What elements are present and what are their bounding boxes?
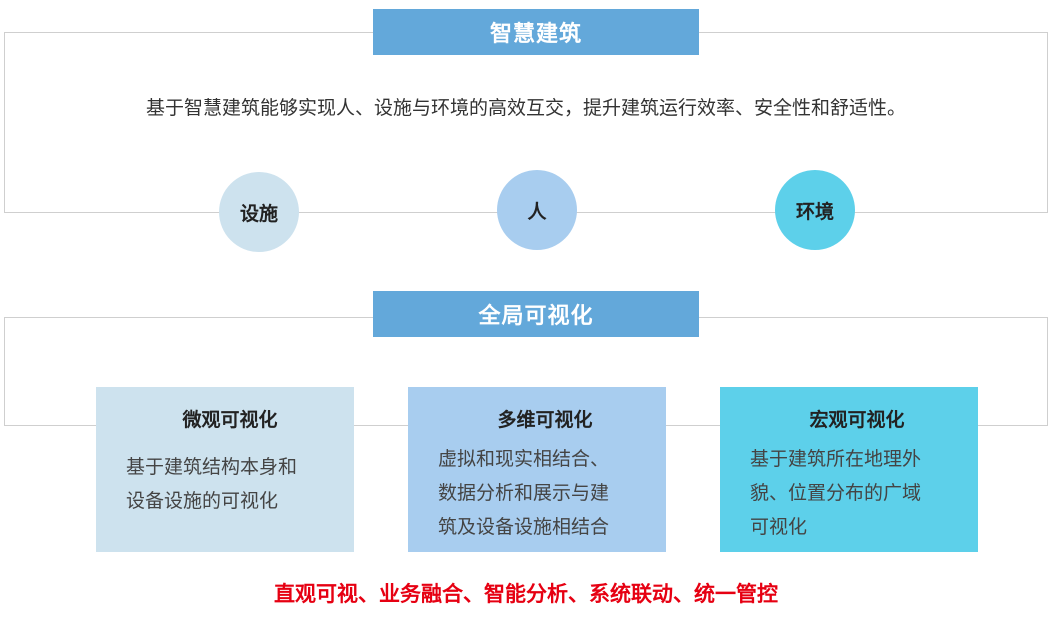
card-multidim-line: 筑及设备设施相结合 — [438, 516, 610, 538]
card-multidim-line: 数据分析和展示与建 — [438, 482, 610, 504]
node-facilities: 设施 — [219, 172, 299, 252]
card-micro-title: 微观可视化 — [182, 409, 278, 431]
section1-description: 基于智慧建筑能够实现人、设施与环境的高效互交，提升建筑运行效率、安全性和舒适性。 — [145, 97, 906, 119]
card-micro-line: 基于建筑结构本身和 — [126, 456, 298, 478]
section1-title: 智慧建筑 — [373, 9, 699, 55]
section2-title: 全局可视化 — [373, 291, 699, 337]
node-facilities-label: 设施 — [239, 202, 278, 225]
card-multidim-line: 虚拟和现实相结合、 — [438, 448, 610, 470]
card-macro-line: 貌、位置分布的广域 — [750, 482, 922, 504]
footer-slogan: 直观可视、业务融合、智能分析、系统联动、统一管控 — [274, 582, 778, 606]
card-multidim: 多维可视化 虚拟和现实相结合、 数据分析和展示与建 筑及设备设施相结合 — [408, 387, 666, 552]
card-micro: 微观可视化 基于建筑结构本身和 设备设施的可视化 — [96, 387, 354, 552]
card-macro: 宏观可视化 基于建筑所在地理外 貌、位置分布的广域 可视化 — [720, 387, 978, 552]
node-people: 人 — [497, 170, 577, 250]
card-macro-title: 宏观可视化 — [809, 409, 905, 431]
card-micro-body: 基于建筑结构本身和 设备设施的可视化 — [126, 450, 334, 518]
card-multidim-body: 虚拟和现实相结合、 数据分析和展示与建 筑及设备设施相结合 — [438, 442, 652, 544]
card-macro-body: 基于建筑所在地理外 貌、位置分布的广域 可视化 — [750, 442, 964, 544]
card-macro-line: 可视化 — [750, 516, 808, 538]
card-multidim-title: 多维可视化 — [497, 409, 593, 431]
node-environment: 环境 — [775, 170, 855, 250]
node-people-label: 人 — [527, 200, 547, 223]
card-micro-line: 设备设施的可视化 — [126, 490, 279, 512]
node-environment-label: 环境 — [795, 200, 834, 223]
card-macro-line: 基于建筑所在地理外 — [750, 448, 922, 470]
